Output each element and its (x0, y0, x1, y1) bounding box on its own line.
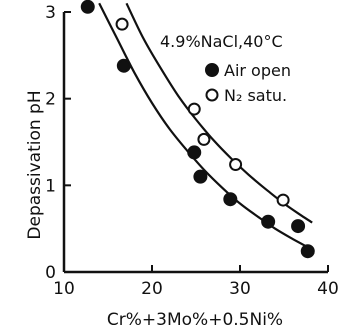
point-s0-2 (187, 145, 202, 160)
legend-marker-air-open (205, 63, 219, 77)
point-s0-1 (116, 58, 131, 73)
legend: 4.9%NaCl,40°C Air open N₂ satu. (160, 32, 291, 105)
y-tick-label-3: 3 (45, 3, 56, 23)
legend-label-air-open: Air open (224, 61, 291, 80)
point-s1-3 (229, 158, 243, 172)
point-s1-4 (276, 193, 290, 207)
ticks: 0 1 2 3 10 20 30 40 (45, 3, 339, 299)
point-s0-6 (291, 219, 306, 234)
legend-marker-n2-satu (205, 88, 219, 102)
legend-label-n2-satu: N₂ satu. (224, 86, 287, 105)
point-s0-3 (193, 169, 208, 184)
x-tick-label-1: 20 (141, 279, 163, 299)
axes (62, 12, 328, 274)
point-s1-0 (115, 17, 129, 31)
fit-curve-0 (98, 2, 311, 250)
x-tick-label-2: 30 (229, 279, 251, 299)
y-tick-label-1: 1 (45, 176, 56, 196)
x-axis-title: Cr%+3Mo%+0.5Ni% (107, 310, 283, 330)
point-s0-4 (223, 192, 238, 207)
point-s0-7 (300, 244, 315, 259)
point-s0-0 (80, 0, 95, 14)
condition-label: 4.9%NaCl,40°C (160, 32, 283, 51)
x-tick-label-0: 10 (53, 279, 75, 299)
point-s1-1 (187, 102, 201, 116)
data-points (80, 0, 315, 259)
y-tick-label-2: 2 (45, 90, 56, 110)
y-axis-title: Depassivation pH (25, 90, 45, 239)
x-tick-label-3: 40 (317, 279, 339, 299)
point-s0-5 (261, 214, 276, 229)
y-tick-label-0: 0 (45, 263, 56, 283)
point-s1-2 (197, 132, 211, 146)
